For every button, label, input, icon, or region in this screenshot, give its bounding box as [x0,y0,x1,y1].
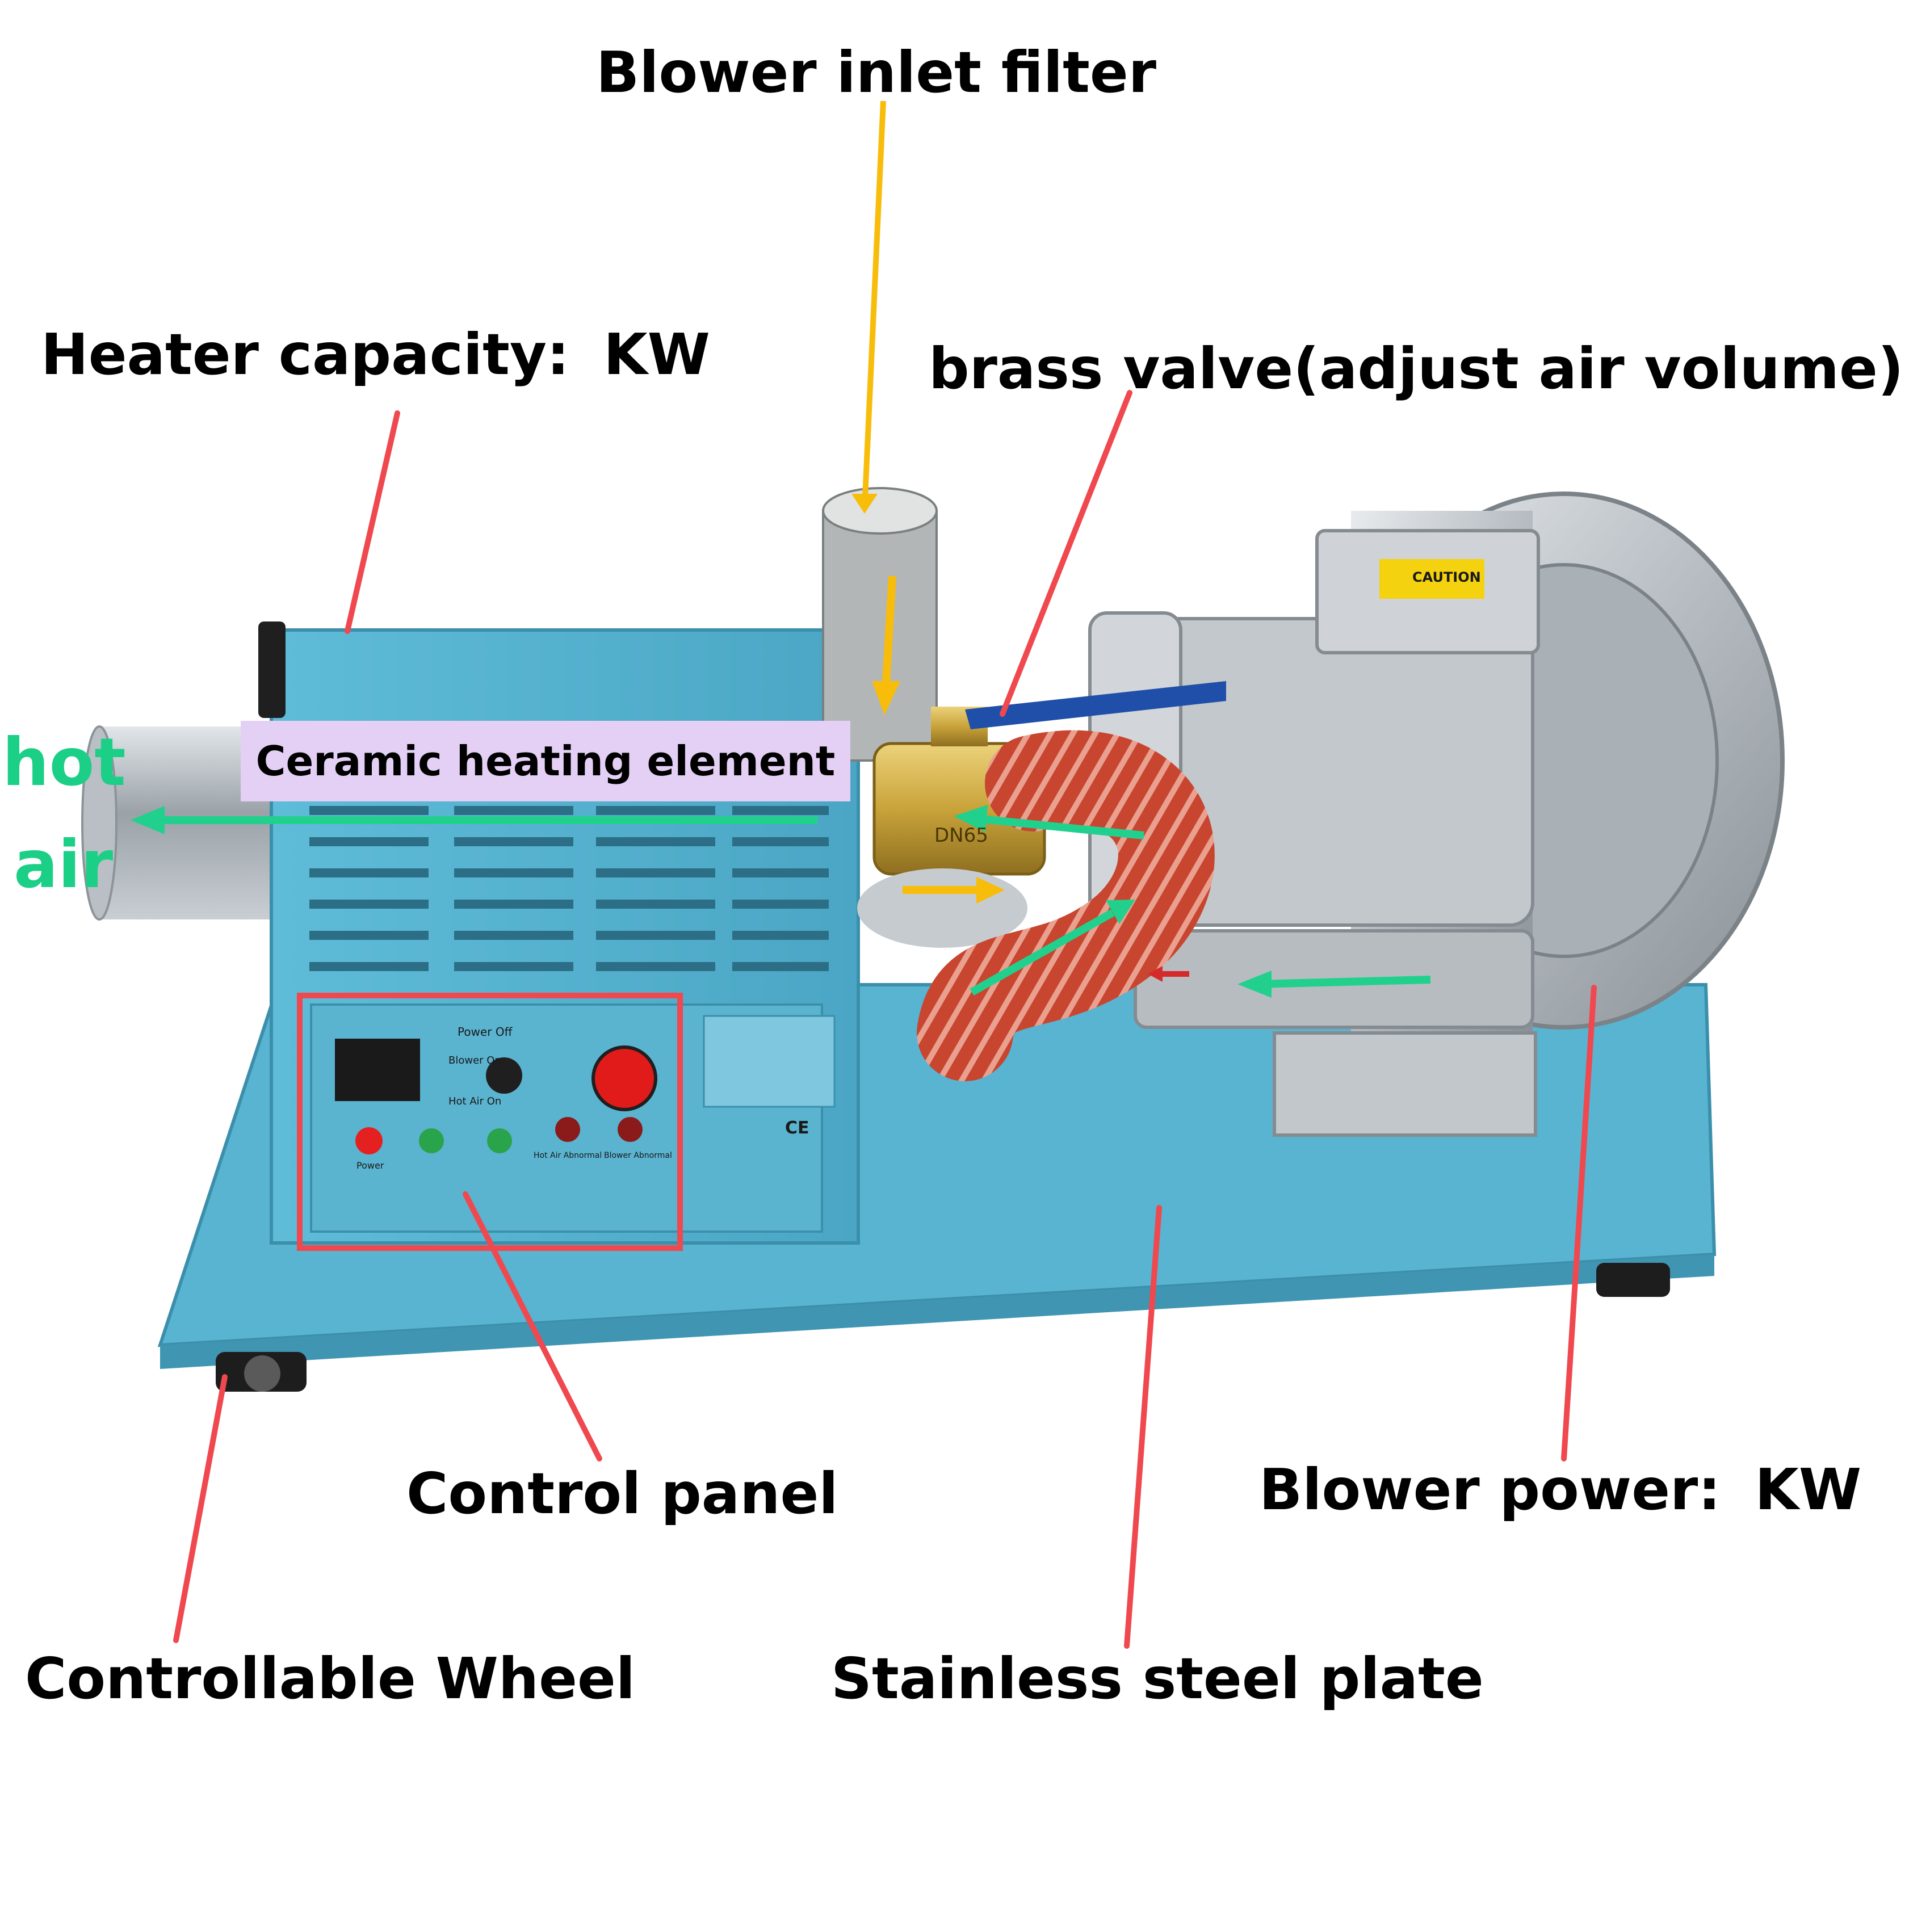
leader-heater-capacity [345,410,400,634]
caution-label: CAUTION [1412,569,1481,585]
heater-unit: KW [603,321,710,388]
panel-blower-on-text: Blower On [448,1055,501,1066]
leader-blower-power [1561,985,1597,1461]
leader-controllable-wheel [173,1374,228,1643]
blower-unit: KW [1755,1456,1862,1523]
leader-filter-arrowhead [851,494,878,514]
panel-blower-abnormal-text: Blower Abnormal [604,1151,672,1160]
inlet-flow-arrows [872,576,1005,904]
flexible-hose [917,730,1215,1081]
label-controllable-wheel: Controllable Wheel [25,1645,636,1712]
blower-outlet-red-arrow [1148,966,1189,982]
heater-cabinet [258,621,860,1245]
rear-wheel [1596,1263,1670,1297]
leader-control-panel [463,1191,602,1461]
label-control-panel: Control panel [406,1460,838,1527]
leader-brass-valve [1000,390,1132,717]
label-stainless-steel-plate: Stainless steel plate [831,1645,1484,1712]
leader-blower-inlet-filter [862,100,886,510]
label-heater-capacity: Heater capacity:KW [41,326,710,383]
blower-power-text: Blower power: [1259,1456,1721,1523]
leader-stainless-steel-plate [1124,1205,1162,1649]
label-blower-power: Blower power:KW [1259,1461,1861,1518]
panel-power-text: Power [356,1160,384,1171]
label-hot: hot [2,724,126,801]
ce-mark: CE [785,1118,809,1138]
blower-inlet-filter [822,487,938,762]
controllable-wheel [216,1352,307,1392]
panel-hot-air-on-text: Hot Air On [448,1095,502,1107]
valve-size-text: DN65 [934,824,988,847]
label-brass-valve: brass valve(adjust air volume) [929,335,1904,402]
label-blower-inlet-filter: Blower inlet filter [596,39,1157,106]
control-panel-controls [335,1015,836,1154]
label-ceramic-heating-element: Ceramic heating element [255,737,836,785]
heater-capacity-text: Heater capacity: [41,321,570,388]
ceramic-label-background [241,721,850,801]
panel-power-off-text: Power Off [458,1025,513,1039]
panel-hot-air-abnormal-text: Hot Air Abnormal [534,1151,602,1160]
label-air: air [14,826,114,903]
leader-lines [173,390,1597,1649]
airflow-arrows [131,805,1431,998]
